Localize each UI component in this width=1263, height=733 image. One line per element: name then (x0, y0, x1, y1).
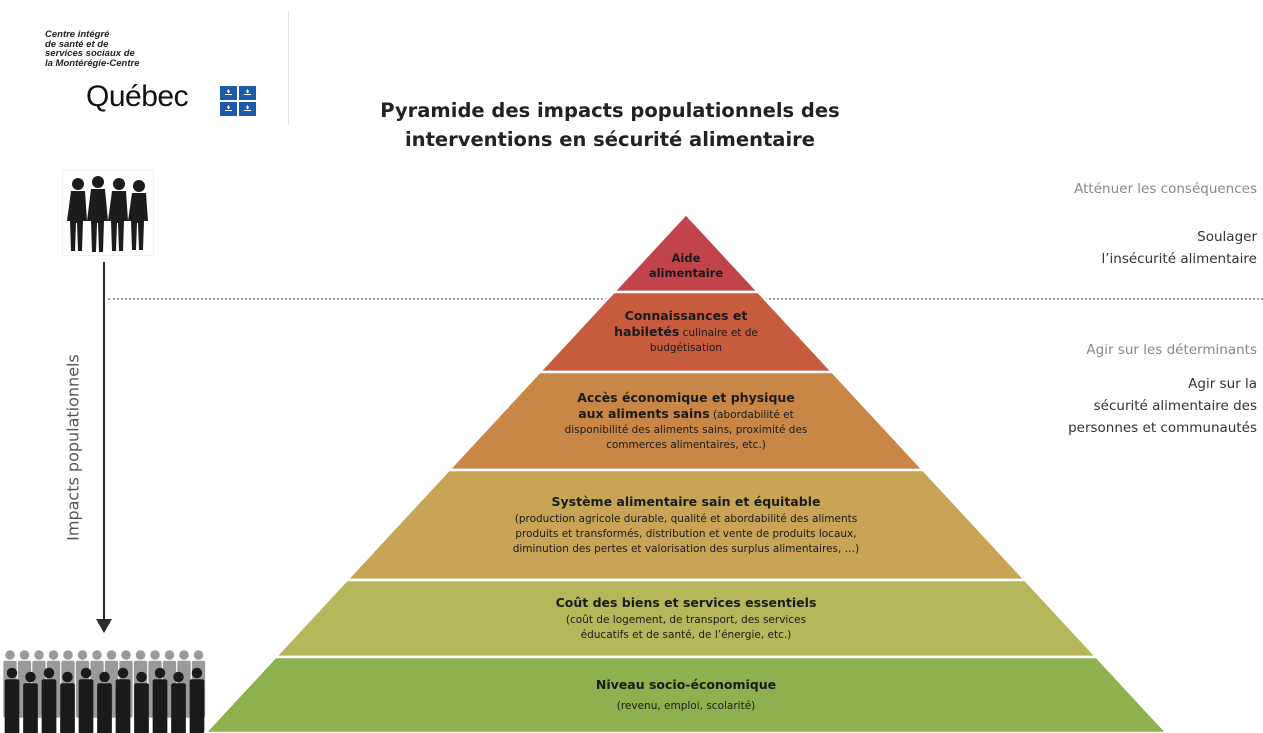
pyramid-level-3: Accès économique et physique aux aliment… (459, 376, 914, 466)
level-title-text: Aide alimentaire (648, 251, 724, 280)
large-crowd-people-icon (3, 650, 206, 733)
level-title-text: Accès économique et physique aux aliment… (577, 389, 795, 421)
soulager-line-2: l’insécurité alimentaire (1101, 251, 1257, 267)
pyramid-level-5: Coût des biens et services essentiels (co… (285, 584, 1086, 653)
small-group-people-icon (62, 170, 154, 256)
agir-determinants-text: Agir sur les déterminants (1086, 342, 1257, 358)
diagram-title: Pyramide des impacts populationnels des … (330, 96, 890, 154)
pyramid-level-1-title: Aide alimentaire (649, 251, 723, 281)
attenuer-text: Atténuer les conséquences (1074, 181, 1257, 197)
soulager-label: Soulager l’insécurité alimentaire (1101, 226, 1257, 270)
pyramid-level-6-shape (203, 655, 1169, 733)
cisss-logo: Centre intégré de santé et de services s… (30, 10, 289, 126)
level-title-text: Coût des biens et services essentiels (555, 594, 817, 610)
logo-organization-text: Centre intégré de santé et de services s… (45, 29, 140, 69)
arrow-down-icon (96, 619, 112, 633)
pyramid-level-3-detail: disponibilité des aliments sains, proxim… (564, 423, 808, 451)
pyramid-level-4-title: Système alimentaire sain et équitable (552, 494, 821, 510)
level-title-inline-detail: (abordabilité et (709, 408, 794, 421)
pyramid-level-4: Système alimentaire sain et équitable (pr… (357, 474, 1015, 576)
pyramid-level-2-title: Connaissances et habiletés culinaire et … (614, 308, 758, 341)
soulager-line-1: Soulager (1197, 229, 1257, 245)
impact-axis-line (103, 262, 105, 627)
pyramid-level-6-title: Niveau socio-économique (596, 677, 776, 693)
agir-line-2: sécurité alimentaire des (1093, 398, 1257, 414)
pyramid-level-2-detail: budgétisation (649, 342, 723, 354)
level-title-text: Niveau socio-économique (595, 676, 777, 692)
pyramid-level-5-title: Coût des biens et services essentiels (556, 595, 817, 611)
pyramid-level-2: Connaissances et habiletés culinaire et … (550, 296, 823, 368)
pyramid-level-6: Niveau socio-économique (revenu, emploi, … (215, 661, 1157, 729)
agir-determinants-label: Agir sur les déterminants (1086, 339, 1257, 361)
logo-quebec-text: Québec (86, 80, 189, 113)
pyramid-level-6-detail: (revenu, emploi, scolarité) (616, 699, 756, 712)
pyramid-level-4-detail: (production agricole durable, qualité et… (512, 512, 860, 555)
level-title-text: Système alimentaire sain et équitable (551, 493, 821, 509)
level-title-inline-detail: culinaire et de (679, 327, 758, 339)
level-title-text: Connaissances et habiletés (614, 308, 748, 339)
agir-line-1: Agir sur la (1188, 376, 1257, 392)
quebec-flag-icon (220, 86, 256, 116)
agir-label: Agir sur la sécurité alimentaire des per… (1068, 373, 1257, 439)
pyramid-level-3-title: Accès économique et physique aux aliment… (577, 390, 795, 423)
attenuer-label: Atténuer les conséquences (1074, 178, 1257, 200)
title-line-2: interventions en sécurité alimentaire (405, 128, 815, 151)
title-line-1: Pyramide des impacts populationnels des (380, 99, 840, 122)
pyramid-level-1: Aide alimentaire (624, 242, 749, 290)
pyramid-level-5-detail: (coût de logement, de transport, des ser… (565, 613, 807, 641)
agir-line-3: personnes et communautés (1068, 420, 1257, 436)
